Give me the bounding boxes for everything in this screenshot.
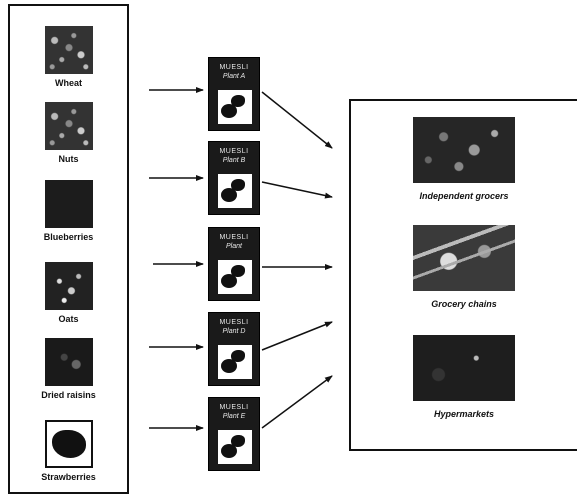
grocery-chain-photo bbox=[413, 225, 515, 291]
ingredient-blueberries: Blueberries bbox=[10, 180, 127, 243]
ingredient-dried-raisins: Dried raisins bbox=[10, 338, 127, 401]
nuts-photo bbox=[44, 102, 93, 150]
dried-raisins-photo bbox=[44, 338, 93, 386]
arrow-plant-e-to-retail bbox=[261, 375, 333, 429]
retailer-label: Independent grocers bbox=[419, 191, 509, 201]
ingredient-label: Oats bbox=[58, 314, 79, 324]
retailer-label: Hypermarkets bbox=[433, 409, 495, 419]
blueberries-photo bbox=[44, 180, 93, 228]
hypermarket-photo bbox=[413, 335, 515, 401]
ingredient-oats: Oats bbox=[10, 262, 127, 325]
muesli-logo-icon bbox=[218, 260, 252, 294]
arrow-plant-a-to-retail bbox=[261, 91, 333, 149]
plant-c-box: MUESLI Plant bbox=[208, 227, 260, 301]
oats-photo bbox=[44, 262, 93, 310]
wheat-photo bbox=[44, 26, 93, 74]
plant-a-box: MUESLI Plant A bbox=[208, 57, 260, 131]
muesli-logo-icon bbox=[218, 430, 252, 464]
retailer-independent-grocers: Independent grocers bbox=[351, 117, 577, 201]
muesli-logo-icon bbox=[218, 174, 252, 208]
ingredient-label: Strawberries bbox=[41, 472, 96, 482]
arrow-plant-b-to-retail bbox=[261, 181, 333, 199]
ingredient-label: Wheat bbox=[55, 78, 82, 88]
ingredient-nuts: Nuts bbox=[10, 102, 127, 165]
plant-title: MUESLI bbox=[219, 148, 249, 155]
retailers-panel: Independent grocers Grocery chains Hyper… bbox=[349, 99, 577, 451]
plant-title: MUESLI bbox=[219, 319, 249, 326]
plant-title: MUESLI bbox=[219, 404, 249, 411]
grocer-photo bbox=[413, 117, 515, 183]
retailer-grocery-chains: Grocery chains bbox=[351, 225, 577, 309]
retailer-label: Grocery chains bbox=[431, 299, 497, 309]
plant-name: Plant bbox=[226, 243, 242, 250]
ingredients-panel: Wheat Nuts Blueberries Oats Dried raisin… bbox=[8, 4, 129, 494]
ingredient-label: Nuts bbox=[58, 154, 79, 164]
plant-b-box: MUESLI Plant B bbox=[208, 141, 260, 215]
ingredient-label: Dried raisins bbox=[41, 390, 96, 400]
plant-title: MUESLI bbox=[219, 64, 249, 71]
ingredient-wheat: Wheat bbox=[10, 26, 127, 89]
strawberry-icon bbox=[44, 420, 93, 468]
ingredient-label: Blueberries bbox=[43, 232, 94, 242]
plant-name: Plant B bbox=[222, 157, 246, 164]
retailer-hypermarkets: Hypermarkets bbox=[351, 335, 577, 419]
plant-d-box: MUESLI Plant D bbox=[208, 312, 260, 386]
muesli-logo-icon bbox=[218, 90, 252, 124]
plant-e-box: MUESLI Plant E bbox=[208, 397, 260, 471]
arrow-plant-d-to-retail bbox=[261, 321, 333, 351]
muesli-logo-icon bbox=[218, 345, 252, 379]
plant-name: Plant E bbox=[222, 413, 246, 420]
ingredient-strawberries: Strawberries bbox=[10, 420, 127, 483]
plant-title: MUESLI bbox=[219, 234, 249, 241]
plant-name: Plant D bbox=[222, 328, 246, 335]
plant-name: Plant A bbox=[222, 73, 246, 80]
